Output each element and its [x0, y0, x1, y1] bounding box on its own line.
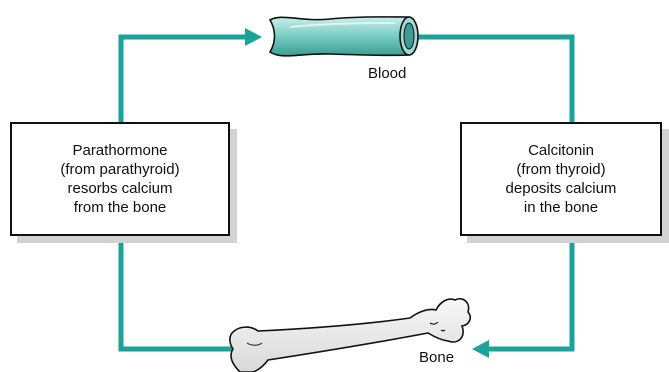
parathormone-line-3: resorbs calcium [67, 179, 172, 198]
calcitonin-line-2: (from thyroid) [516, 160, 605, 179]
arrow-parathormone-to-blood [121, 28, 262, 122]
connector-blood-to-calcitonin [416, 37, 572, 122]
calcitonin-box: Calcitonin (from thyroid) deposits calci… [460, 122, 662, 236]
parathormone-line-2: (from parathyroid) [60, 160, 179, 179]
parathormone-box: Parathormone (from parathyroid) resorbs … [10, 122, 230, 236]
calcitonin-line-1: Calcitonin [528, 141, 594, 160]
blood-label: Blood [368, 65, 406, 82]
bone-label: Bone [419, 349, 454, 366]
calcitonin-line-3: deposits calcium [506, 179, 617, 198]
parathormone-line-4: from the bone [74, 198, 167, 217]
arrow-calcitonin-to-bone [472, 236, 572, 358]
connector-bone-to-parathormone [121, 236, 240, 349]
calcitonin-line-4: in the bone [524, 198, 598, 217]
parathormone-line-1: Parathormone [72, 141, 167, 160]
blood-vessel-icon [270, 17, 418, 56]
